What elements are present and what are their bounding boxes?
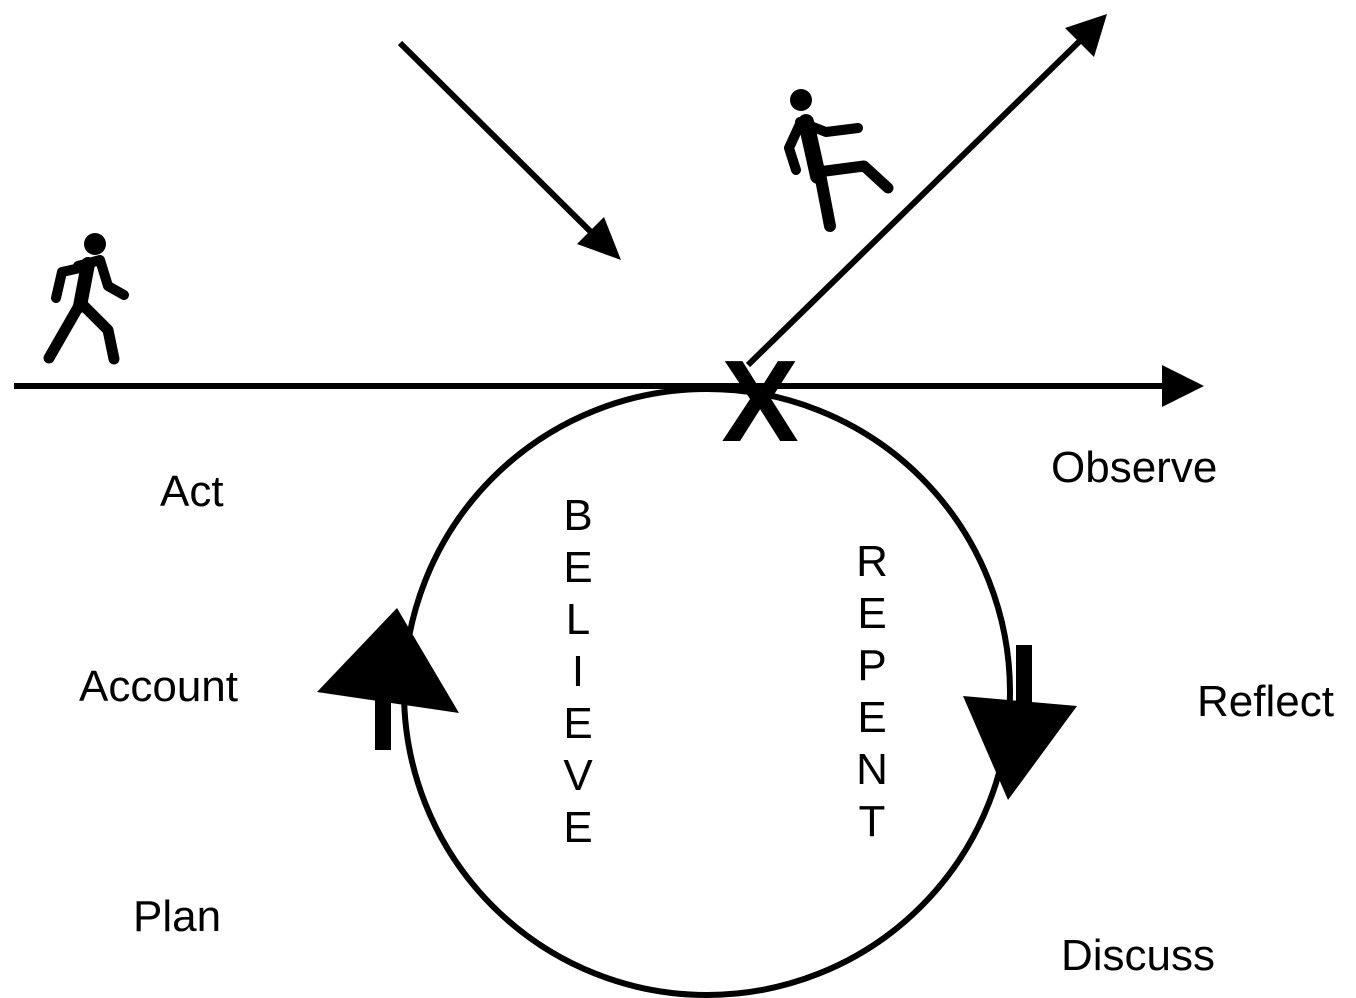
walking-person-icon	[43, 233, 129, 365]
label-account: Account	[79, 662, 238, 711]
label-reflect: Reflect	[1197, 677, 1334, 726]
cycle-arrowhead-left	[317, 608, 459, 750]
cycle-circle	[401, 386, 1013, 998]
believe-letter: V	[563, 751, 593, 800]
believe-letter: E	[563, 699, 592, 748]
believe-letter: E	[563, 803, 592, 852]
label-act: Act	[160, 467, 224, 516]
repent-letter: P	[857, 641, 886, 690]
believe-letter: B	[563, 491, 592, 540]
repent-letter: T	[859, 797, 886, 846]
believe-letter: E	[563, 543, 592, 592]
cycle-arrowhead-right	[963, 645, 1077, 800]
label-observe: Observe	[1051, 443, 1217, 492]
repent-vertical-word: R E P E N T	[856, 537, 888, 846]
believe-letter: I	[572, 647, 584, 696]
horizontal-path-arrow	[14, 365, 1204, 407]
cross-mark: X	[721, 336, 798, 466]
repent-letter: E	[857, 693, 886, 742]
label-discuss: Discuss	[1061, 931, 1215, 980]
believe-vertical-word: B E L I E V E	[563, 491, 593, 852]
repent-letter: N	[856, 745, 888, 794]
repent-letter: R	[856, 537, 888, 586]
outgoing-diagonal-arrow	[745, 14, 1107, 368]
repent-letter: E	[857, 589, 886, 638]
believe-letter: L	[566, 595, 590, 644]
stepping-person-icon	[784, 89, 894, 232]
incoming-diagonal-arrow	[397, 40, 621, 260]
label-plan: Plan	[133, 892, 221, 941]
